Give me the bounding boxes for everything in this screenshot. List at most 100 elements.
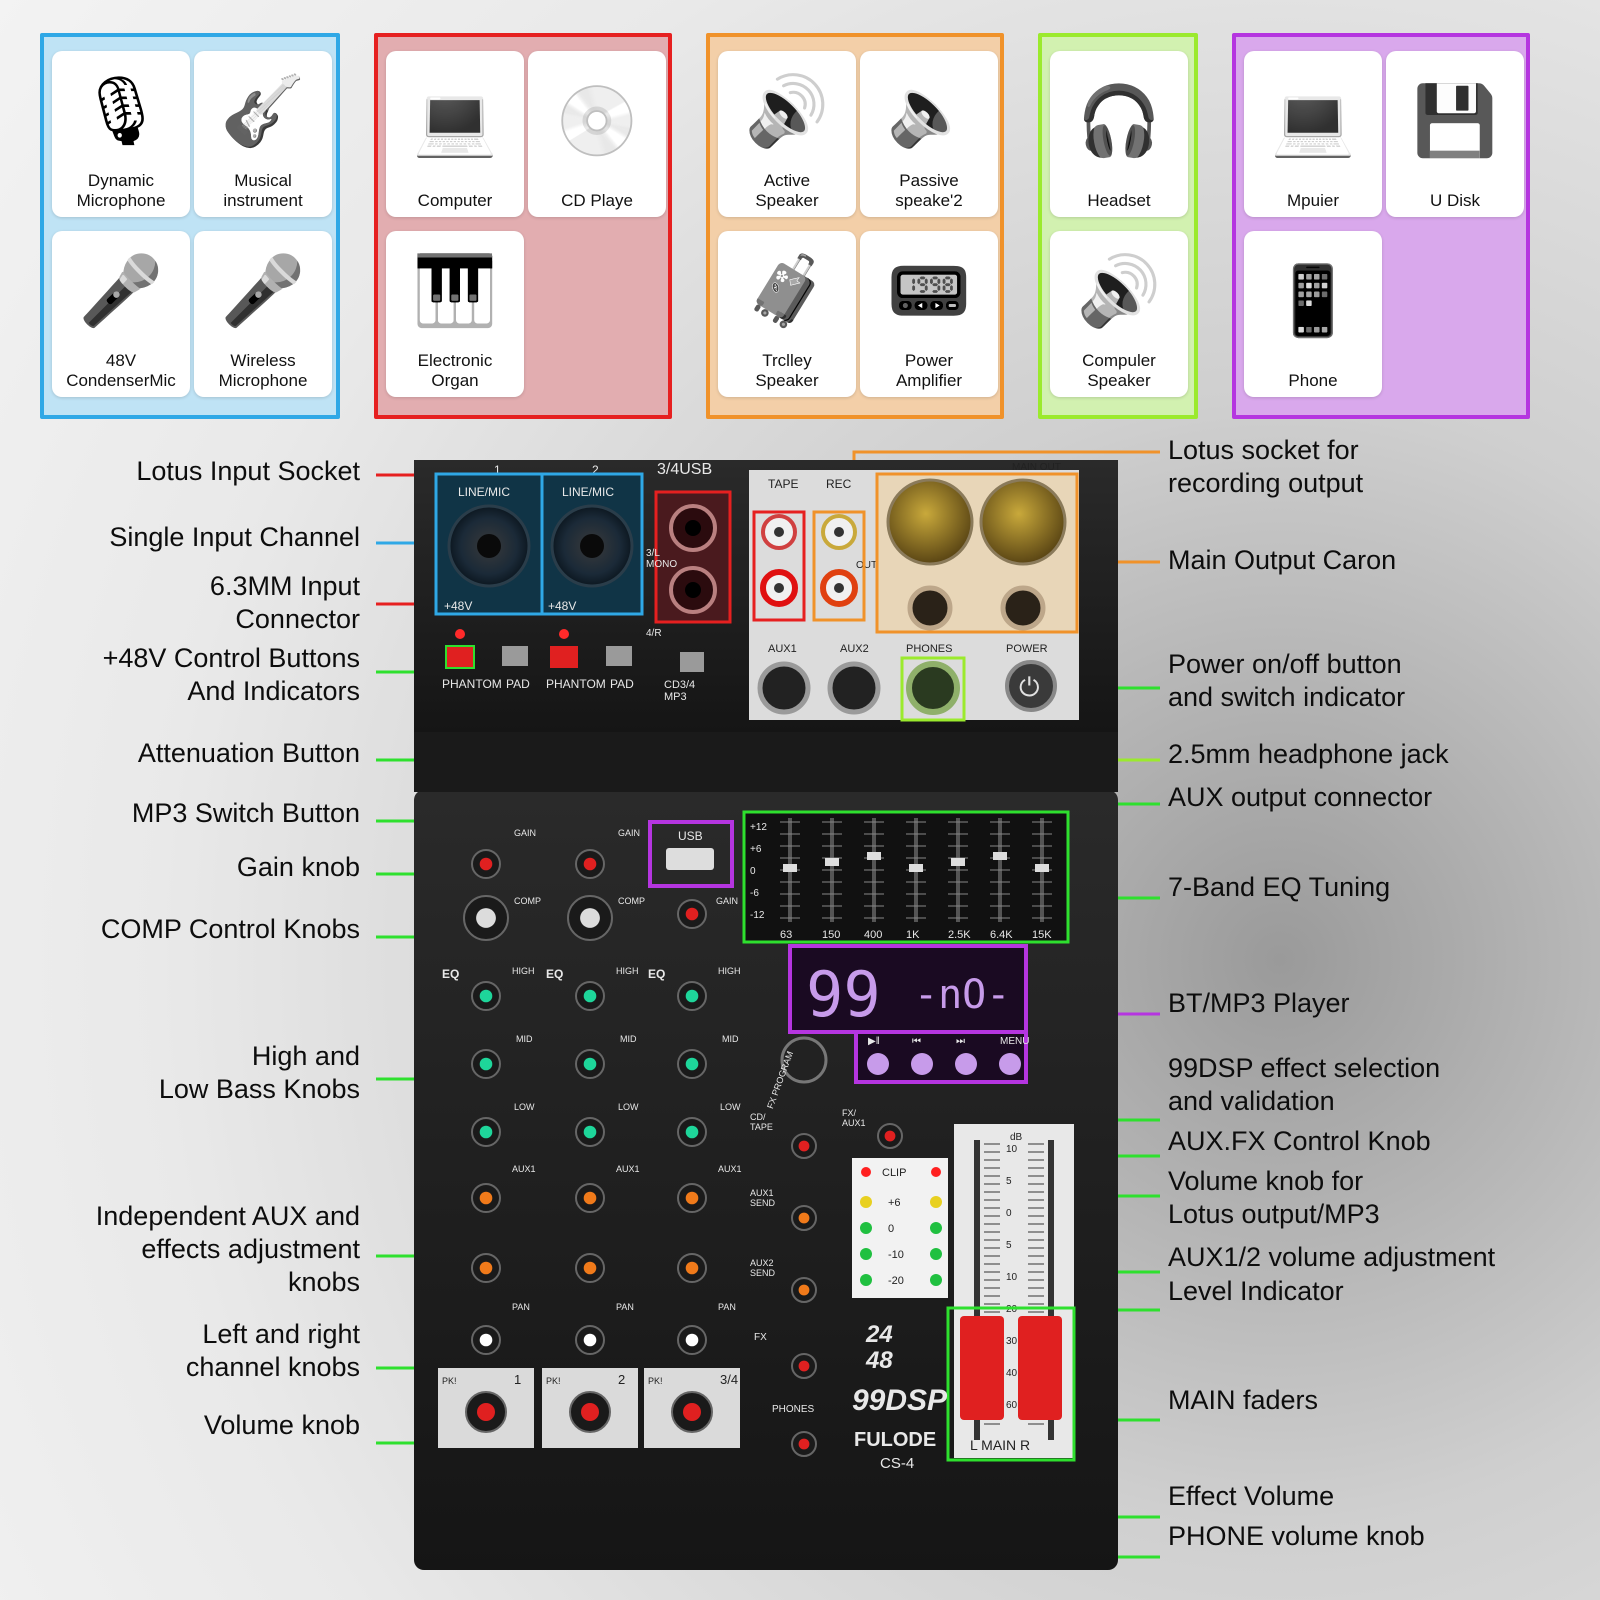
fx-volume-knob-cap xyxy=(798,1360,810,1372)
combo-input-ch2[interactable]: LINE/MIC +48V xyxy=(540,472,644,616)
eq-band-label: 1K xyxy=(906,929,920,941)
cd-tape-label: CD/TAPE xyxy=(750,1112,773,1132)
aux2-output-jack[interactable] xyxy=(827,661,881,715)
eq-slider-15K[interactable] xyxy=(1035,864,1049,872)
rca-rec-output[interactable] xyxy=(812,510,866,622)
ch2-48v-label: +48V xyxy=(548,599,576,613)
pad-button-ch1[interactable] xyxy=(502,646,528,666)
main-out-label: MAIN OUT xyxy=(1012,462,1061,473)
device-musical-instrument-icon: 🎸 xyxy=(220,73,306,149)
volume-channel-number: 3/4 xyxy=(720,1372,738,1387)
annotation-annotations_right-11: Level Indicator xyxy=(1168,1276,1344,1306)
fader-track-left xyxy=(974,1140,980,1440)
mid-knob-ch2-cap xyxy=(583,1057,597,1071)
device-card-cd-playe: 📀CD Playe xyxy=(528,51,666,217)
pk-label: PK! xyxy=(648,1376,663,1386)
clip-led-left xyxy=(861,1167,871,1177)
volume-channel-number: 2 xyxy=(618,1372,625,1387)
clip-label: CLIP xyxy=(882,1167,906,1179)
high-knob-ch1-cap xyxy=(479,989,493,1003)
main-fader-left[interactable] xyxy=(960,1316,1004,1420)
annotation-annotations_left-11: Volume knob xyxy=(203,1410,360,1440)
mp3-switch-button[interactable] xyxy=(680,652,704,672)
eq-slider-150[interactable] xyxy=(825,858,839,866)
pan-label: PAN xyxy=(616,1302,634,1312)
meter-led-right xyxy=(930,1196,942,1208)
volume-channel-number: 1 xyxy=(514,1372,521,1387)
mid-label: MID xyxy=(620,1034,637,1044)
aux1-output-jack[interactable] xyxy=(757,661,811,715)
usb-port[interactable] xyxy=(666,848,714,870)
fader-scale-label: 0 xyxy=(1006,1208,1012,1219)
pad-button-ch2[interactable] xyxy=(606,646,632,666)
phantom-button-ch2[interactable] xyxy=(550,646,578,668)
device-dynamic-microphone-icon: 🎙 xyxy=(77,73,165,149)
low-label: LOW xyxy=(720,1102,741,1112)
power-label: POWER xyxy=(1006,643,1048,655)
phantom-button-ch1[interactable] xyxy=(445,645,475,669)
annotation-annotations_right-14: PHONE volume knob xyxy=(1168,1521,1425,1551)
graphic-eq-frame xyxy=(742,810,1070,944)
phones-output-jack[interactable] xyxy=(906,661,960,715)
jack-inputs-ch34[interactable] xyxy=(654,490,732,624)
fader-scale-label: 10 xyxy=(1006,1272,1018,1283)
fader-scale-label: 5 xyxy=(1006,1176,1012,1187)
device-card-power-amplifier: 📟Power Amplifier xyxy=(860,231,998,397)
annotation-annotations_right-13: Effect Volume xyxy=(1168,1481,1335,1511)
low-knob-ch1-cap xyxy=(479,1125,493,1139)
annotation-annotations_right-7: 99DSP effect selection and validation xyxy=(1168,1053,1441,1116)
phones-out-label: PHONES xyxy=(906,643,952,655)
gain-knob-ch34-cap xyxy=(685,907,699,921)
low-knob-ch2-cap xyxy=(583,1125,597,1139)
fx-program-knob[interactable] xyxy=(780,1036,828,1084)
gain-knob-ch2-cap xyxy=(583,857,597,871)
main-faders-frame xyxy=(946,1306,1076,1462)
high-label: HIGH xyxy=(512,966,535,976)
meter-led-left xyxy=(860,1274,872,1286)
meter-led-left xyxy=(860,1248,872,1260)
player-button-label: MENU xyxy=(1000,1036,1029,1047)
device-label: CD Playe xyxy=(561,191,633,210)
player-button-1[interactable] xyxy=(911,1053,933,1075)
eq-slider-63[interactable] xyxy=(783,864,797,872)
ch34-label: 3/4USB xyxy=(657,461,712,478)
main-output-xlr[interactable] xyxy=(875,472,1079,634)
power-button[interactable] xyxy=(1005,660,1057,712)
ch2-label: 2 xyxy=(592,463,599,477)
phones-volume-knob-cap xyxy=(798,1438,810,1450)
aux1-out-label: AUX1 xyxy=(768,643,797,655)
model-name: CS-4 xyxy=(880,1455,914,1472)
aux2-fx-knob-ch3-cap xyxy=(685,1261,699,1275)
device-card-passive-speake-2: 🔈Passive speake'2 xyxy=(860,51,998,217)
pan-label: PAN xyxy=(512,1302,530,1312)
eq-slider-400[interactable] xyxy=(867,852,881,860)
device-card-48v-condensermic: 🎤48V CondenserMic xyxy=(52,231,190,397)
ch2-line-mic-label: LINE/MIC xyxy=(562,485,614,499)
device-mpuier-icon: 💻 xyxy=(1270,83,1356,159)
player-button-3[interactable] xyxy=(999,1053,1021,1075)
eq-slider-6.4K[interactable] xyxy=(993,852,1007,860)
comp-label: COMP xyxy=(618,896,645,906)
eq-slider-1K[interactable] xyxy=(909,864,923,872)
eq-db-tick: +6 xyxy=(750,844,762,855)
gain-label: GAIN xyxy=(514,828,536,838)
pk-label: PK! xyxy=(442,1376,457,1386)
rca-tape-input[interactable] xyxy=(752,510,806,622)
eq-slider-2.5K[interactable] xyxy=(951,858,965,866)
player-button-0[interactable] xyxy=(867,1053,889,1075)
combo-input-ch1[interactable]: LINE/MIC +48V xyxy=(434,472,544,616)
pan-label: PAN xyxy=(718,1302,736,1312)
fx-aux1-label: FX/AUX1 xyxy=(842,1108,866,1128)
device-group-mic-instruments: 🎙Dynamic Microphone🎸Musical instrument🎤4… xyxy=(40,33,340,419)
phones-jack-frame xyxy=(900,656,966,722)
player-button-2[interactable] xyxy=(955,1053,977,1075)
main-fader-right[interactable] xyxy=(1018,1316,1062,1420)
low-label: LOW xyxy=(618,1102,639,1112)
player-button-label: ▶‖ xyxy=(868,1036,880,1047)
annotation-annotations_right-4: AUX output connector xyxy=(1168,782,1433,812)
meter-level-label: 0 xyxy=(888,1223,894,1235)
r-label: 4/R xyxy=(646,628,662,639)
mid-label: MID xyxy=(722,1034,739,1044)
volume-knob-ch3-cap xyxy=(683,1403,701,1421)
fader-track-right xyxy=(1048,1140,1054,1440)
